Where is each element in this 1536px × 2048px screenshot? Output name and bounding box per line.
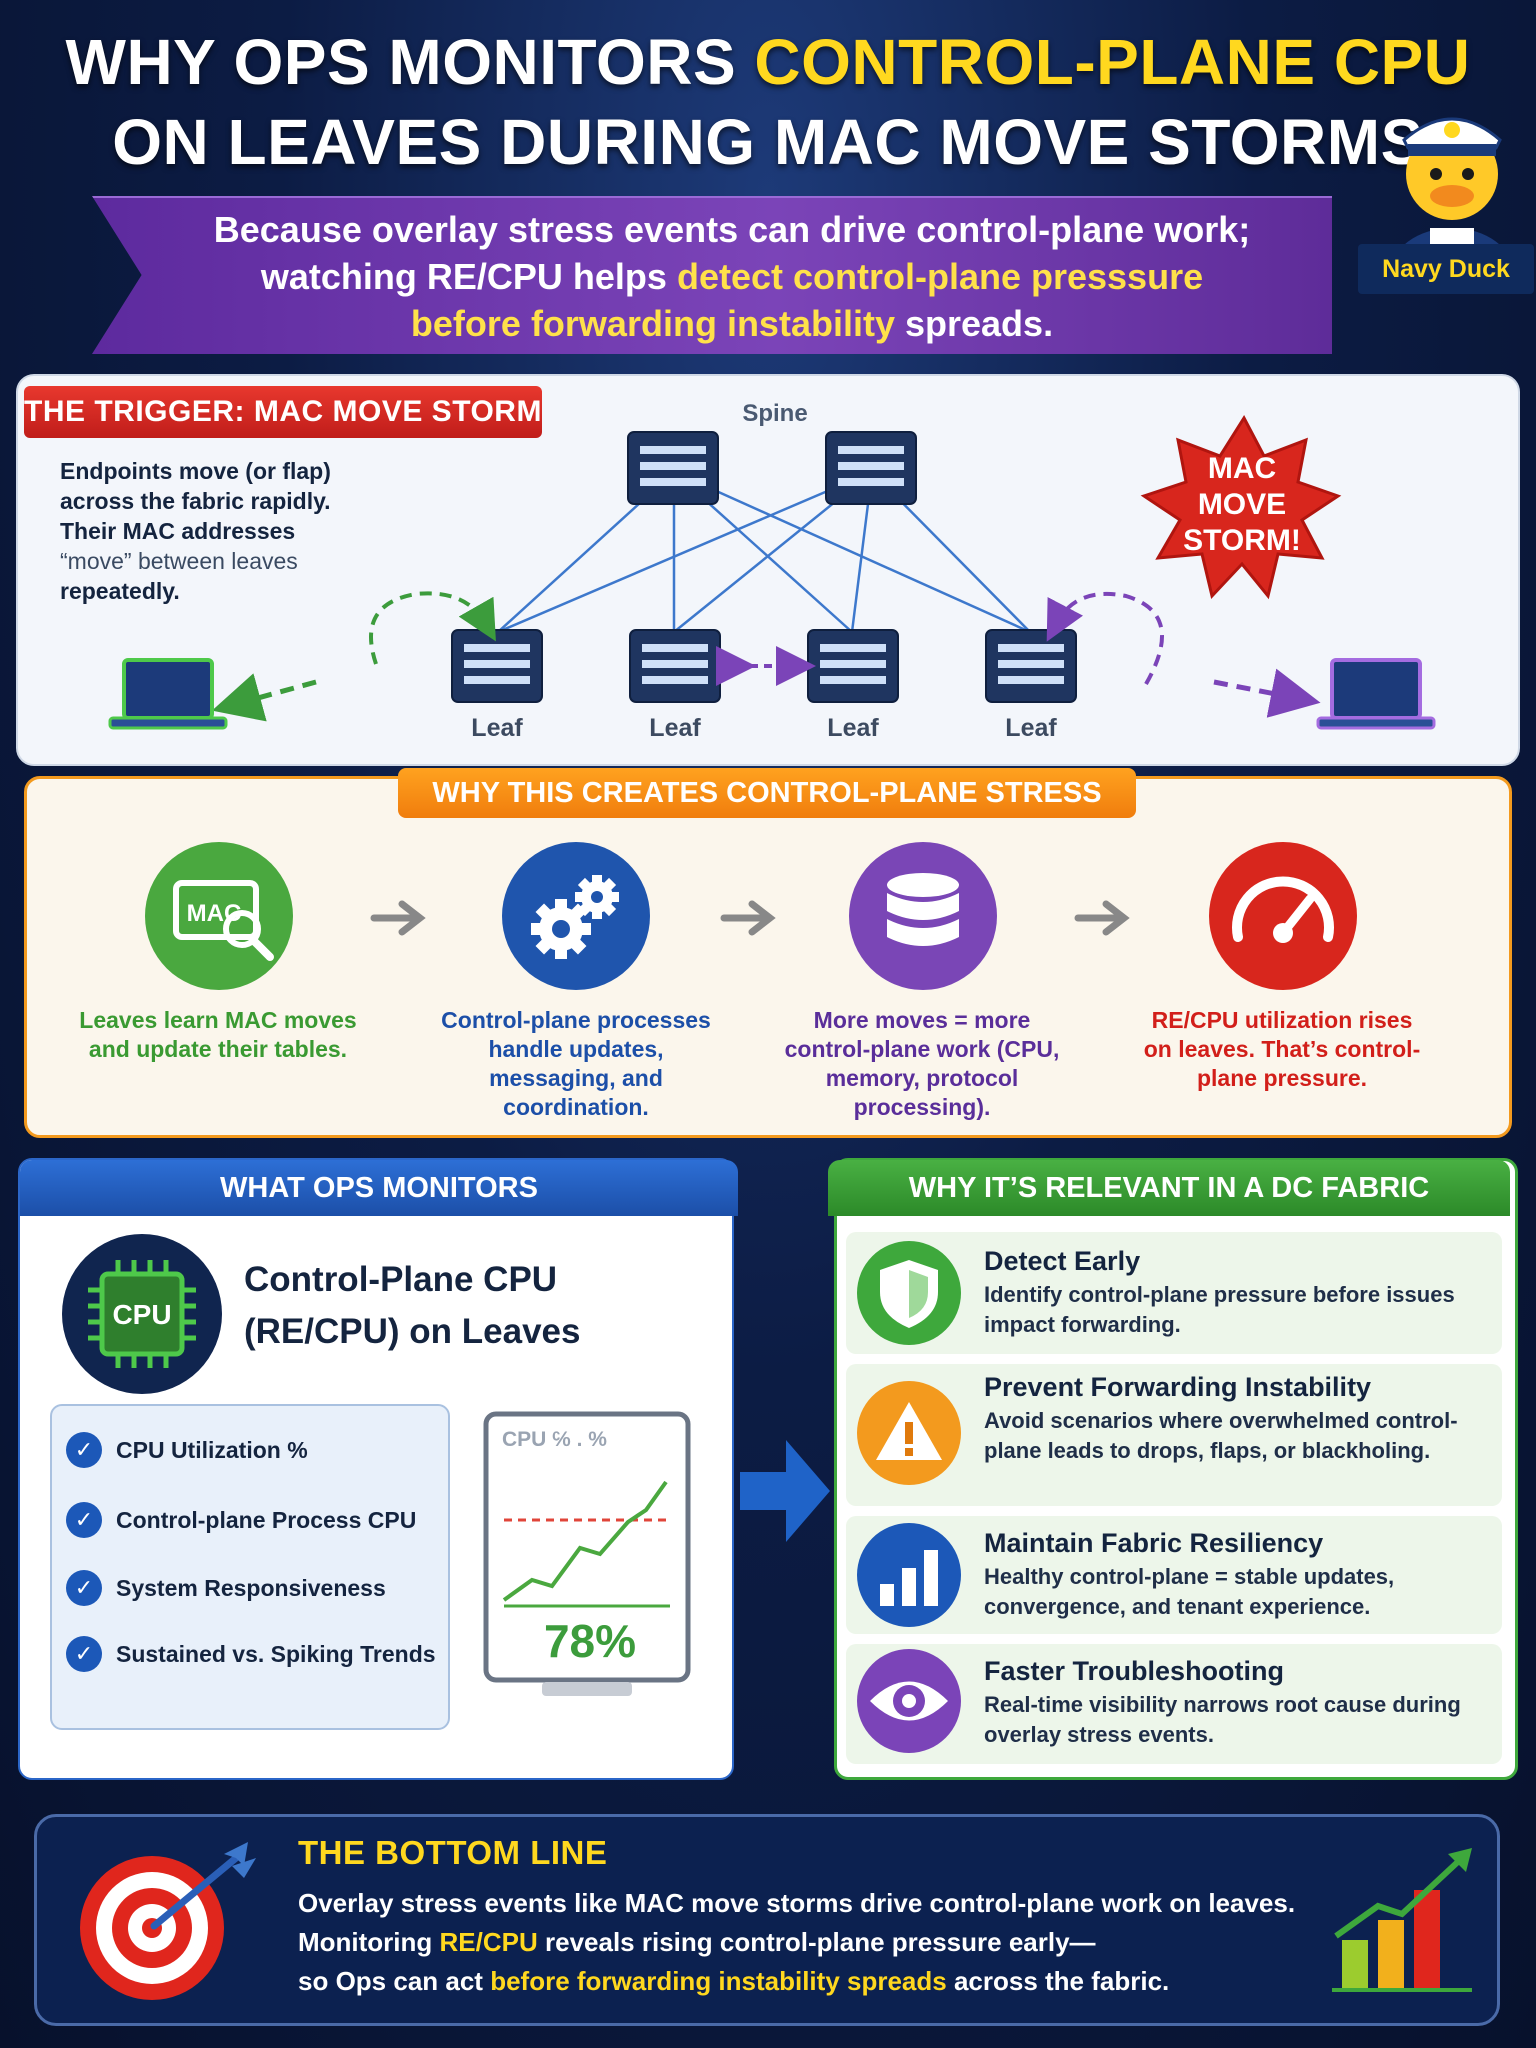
trigger-description: Endpoints move (or flap) across the fabr… (60, 456, 360, 606)
leaf-switch-1 (451, 629, 543, 703)
title-line1-a: WHY OPS MONITORS (65, 26, 755, 98)
mac-move-arrow-right (1046, 591, 1164, 685)
relevance-desc-3: Healthy control-plane = stable updates, … (984, 1564, 1395, 1619)
flow-arrow-1 (370, 900, 426, 936)
check-item-cpu-utilization: ✓ CPU Utilization % (66, 1428, 446, 1468)
subtitle-line3-b: spreads. (894, 303, 1054, 344)
title-line2: ON LEAVES DURING MAC MOVE STORMS (112, 106, 1424, 178)
bottom-line-2-a: Monitoring (298, 1927, 440, 1957)
spine-switch-2 (825, 431, 917, 505)
relevance-title-2: Prevent Forwarding Instability (984, 1372, 1372, 1402)
step-text-4: RE/CPU utilization rises on leaves. That… (1143, 1007, 1421, 1091)
check-label: CPU Utilization % (116, 1436, 308, 1463)
burst-line-1: MAC (1208, 452, 1276, 485)
check-icon: ✓ (66, 1635, 102, 1672)
bottom-line-3-c: across the fabric. (946, 1966, 1170, 1996)
gauge-icon (1209, 842, 1357, 990)
stress-tag: WHY THIS CREATES CONTROL-PLANE STRESS (398, 768, 1136, 818)
bottom-line-text: Overlay stress events like MAC move stor… (298, 1884, 1338, 2001)
check-label: Control-plane Process CPU (116, 1506, 417, 1533)
mascot-label: Navy Duck (1358, 244, 1534, 294)
check-item-responsiveness: ✓ System Responsiveness (66, 1566, 446, 1606)
step-text-1: Leaves learn MAC moves and update their … (79, 1007, 357, 1062)
bottom-line-1: Overlay stress events like MAC move stor… (298, 1888, 1296, 1918)
spine-leaf-links (497, 470, 1031, 634)
gears-icon (502, 842, 650, 990)
flow-arrow-3 (1074, 900, 1130, 936)
trigger-text-a: Endpoints move (or flap) across the fabr… (60, 458, 331, 544)
cpu-chip-icon: CPU (62, 1234, 222, 1394)
trigger-text-c: repeatedly. (60, 578, 180, 604)
subtitle-line2-a: watching RE/CPU helps (260, 256, 677, 297)
relevance-title-1: Detect Early (984, 1246, 1141, 1276)
endpoint-move-arrow-left (211, 673, 317, 722)
eye-icon (857, 1649, 961, 1753)
leaf-switch-2 (629, 629, 721, 703)
mac-move-storm-burst: MAC MOVE STORM! (1140, 415, 1342, 600)
trigger-text-b: “move” between leaves (60, 548, 298, 574)
right-arrow-icon (740, 1440, 830, 1542)
endpoint-move-arrow-right (1213, 668, 1321, 718)
subtitle-text: Because overlay stress events can drive … (92, 206, 1332, 347)
bottom-line-3-a: so Ops can act (298, 1966, 491, 1996)
cpu-value: 78% (543, 1615, 637, 1667)
relevance-desc-4: Real-time visibility narrows root cause … (984, 1692, 1461, 1747)
leaf-label-2: Leaf (649, 714, 701, 742)
bottom-line-panel (34, 1814, 1500, 2026)
monitor-label: CPU ℅ . % (502, 1428, 607, 1451)
leaf-switch-4 (985, 629, 1077, 703)
spine-switch-1 (627, 431, 719, 505)
page-title: WHY OPS MONITORS CONTROL-PLANE CPU ON LE… (0, 22, 1536, 182)
leaf-label-3: Leaf (827, 714, 879, 742)
title-line1-highlight: CONTROL-PLANE CPU (754, 26, 1471, 98)
subtitle-line3-highlight: before forwarding instability (410, 303, 895, 344)
cpu-icon-text: CPU (112, 1299, 171, 1330)
cpu-monitor-icon (483, 1411, 691, 1696)
warning-icon (857, 1381, 961, 1485)
leaf-switch-3 (807, 629, 899, 703)
bottom-line-3-highlight: before forwarding instability spreads (490, 1966, 947, 1996)
database-icon (849, 842, 997, 990)
check-label: Sustained vs. Spiking Trends (116, 1640, 436, 1667)
bar-chart-icon (857, 1523, 961, 1627)
relevance-title-3: Maintain Fabric Resiliency (984, 1528, 1324, 1558)
check-icon: ✓ (66, 1431, 102, 1468)
step-text-2: Control-plane processes handle updates, … (441, 1007, 711, 1120)
target-icon (80, 1842, 256, 2000)
relevance-title-4: Faster Troubleshooting (984, 1656, 1285, 1686)
metrics-checklist (50, 1404, 450, 1730)
bottom-line-2-highlight: RE/CPU (439, 1927, 538, 1957)
bottom-line-2-c: reveals rising control-plane pressure ea… (537, 1927, 1096, 1957)
spine-label: Spine (742, 400, 808, 427)
check-item-process-cpu: ✓ Control-plane Process CPU (66, 1498, 446, 1538)
relevance-tag: WHY IT’S RELEVANT IN A DC FABRIC (828, 1160, 1510, 1216)
check-item-trends: ✓ Sustained vs. Spiking Trends (66, 1632, 446, 1672)
relevance-desc-1: Identify control-plane pressure before i… (984, 1282, 1455, 1337)
shield-icon (857, 1241, 961, 1345)
check-label: System Responsiveness (116, 1574, 386, 1601)
bottom-line-title: THE BOTTOM LINE (298, 1834, 608, 1871)
monitors-tag: WHAT OPS MONITORS (20, 1160, 738, 1216)
growth-chart-icon (1332, 1848, 1472, 1992)
flow-arrow-2 (720, 900, 776, 936)
burst-line-2: MOVE (1198, 488, 1286, 521)
step-text-3: More moves = more control-plane work (CP… (784, 1007, 1060, 1120)
subtitle-line1: Because overlay stress events can drive … (213, 209, 1251, 250)
fabric-diagram: MAC MOVE STORM! (108, 415, 1436, 730)
burst-line-3: STORM! (1183, 524, 1301, 557)
laptop-green-icon (108, 658, 228, 730)
mac-search-icon: MAC (145, 842, 293, 990)
mac-move-arrow-left (369, 591, 496, 665)
leaf-label-1: Leaf (471, 714, 523, 742)
monitors-title: Control-Plane CPU (RE/CPU) on Leaves (244, 1260, 581, 1351)
trigger-tag: THE TRIGGER: MAC MOVE STORM (24, 386, 542, 438)
relevance-desc-2: Avoid scenarios where overwhelmed contro… (984, 1408, 1458, 1463)
leaf-label-4: Leaf (1005, 714, 1057, 742)
subtitle-line2-highlight: detect control-plane presssure (676, 256, 1204, 297)
subtitle-banner (92, 196, 1332, 354)
laptop-purple-icon (1316, 658, 1436, 730)
check-icon: ✓ (66, 1501, 102, 1538)
check-icon: ✓ (66, 1569, 102, 1606)
